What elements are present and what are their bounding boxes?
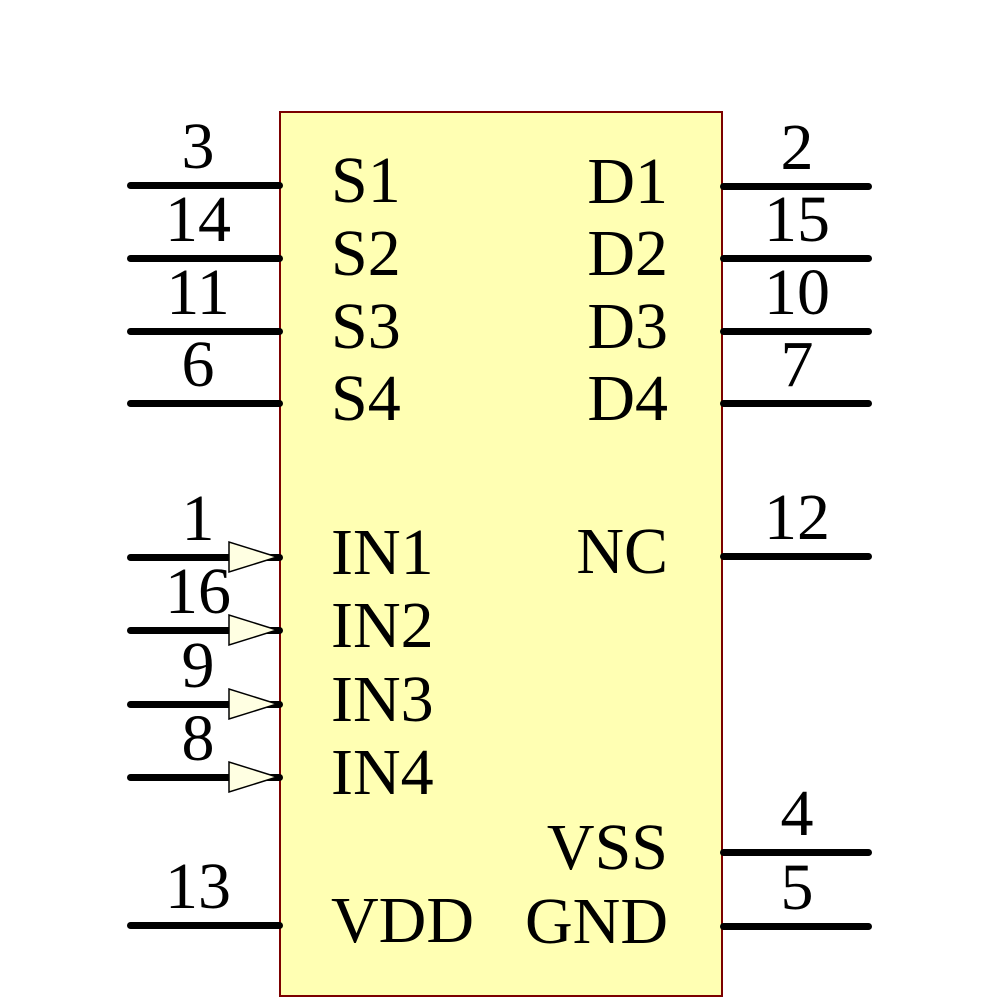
pin-line-in3[interactable] bbox=[127, 700, 283, 708]
input-arrow-icon bbox=[228, 540, 280, 574]
pin-number-15: 15 bbox=[764, 183, 830, 256]
pin-number-7: 7 bbox=[780, 328, 814, 401]
pin-line-vss[interactable] bbox=[720, 848, 872, 856]
pin-label-d4: D4 bbox=[587, 362, 668, 435]
pin-label-s1: S1 bbox=[331, 144, 401, 217]
pin-number-14: 14 bbox=[165, 183, 231, 256]
pin-label-in3: IN3 bbox=[331, 663, 434, 736]
pin-label-d1: D1 bbox=[587, 145, 668, 218]
pin-line-d1[interactable] bbox=[720, 182, 872, 190]
pin-number-12: 12 bbox=[764, 481, 830, 554]
pin-line-gnd[interactable] bbox=[720, 922, 872, 930]
input-arrow-icon bbox=[228, 760, 280, 794]
pin-label-vss: VSS bbox=[546, 811, 668, 884]
pin-label-d3: D3 bbox=[587, 290, 668, 363]
pin-label-in1: IN1 bbox=[331, 516, 434, 589]
input-arrow-icon bbox=[228, 613, 280, 647]
pin-number-2: 2 bbox=[780, 111, 814, 184]
pin-number-4: 4 bbox=[780, 777, 814, 850]
pin-line-in1[interactable] bbox=[127, 553, 283, 561]
pin-line-s3[interactable] bbox=[127, 327, 283, 335]
pin-line-vdd[interactable] bbox=[127, 921, 283, 929]
pin-label-s4: S4 bbox=[331, 362, 401, 435]
pin-label-d2: D2 bbox=[587, 217, 668, 290]
pin-line-nc[interactable] bbox=[720, 552, 872, 560]
pin-number-3: 3 bbox=[181, 110, 215, 183]
pin-label-in4: IN4 bbox=[331, 736, 434, 809]
pin-line-in2[interactable] bbox=[127, 626, 283, 634]
pin-label-s2: S2 bbox=[331, 217, 401, 290]
pin-label-gnd: GND bbox=[525, 885, 668, 958]
pin-number-6: 6 bbox=[181, 328, 215, 401]
pin-number-13: 13 bbox=[165, 850, 231, 923]
pin-number-8: 8 bbox=[181, 702, 215, 775]
pin-line-in4[interactable] bbox=[127, 773, 283, 781]
component-body[interactable] bbox=[279, 111, 723, 997]
pin-line-s4[interactable] bbox=[127, 399, 283, 407]
pin-label-nc: NC bbox=[576, 515, 668, 588]
pin-label-s3: S3 bbox=[331, 290, 401, 363]
pin-line-s2[interactable] bbox=[127, 254, 283, 262]
pin-number-9: 9 bbox=[181, 629, 215, 702]
pin-line-s1[interactable] bbox=[127, 181, 283, 189]
pin-label-vdd: VDD bbox=[331, 884, 474, 957]
pin-number-5: 5 bbox=[780, 851, 814, 924]
pin-number-16: 16 bbox=[165, 555, 231, 628]
pin-line-d2[interactable] bbox=[720, 254, 872, 262]
input-arrow-icon bbox=[228, 687, 280, 721]
pin-line-d3[interactable] bbox=[720, 327, 872, 335]
pin-number-11: 11 bbox=[166, 256, 230, 329]
pin-number-1: 1 bbox=[181, 482, 215, 555]
pin-line-d4[interactable] bbox=[720, 399, 872, 407]
pin-number-10: 10 bbox=[764, 256, 830, 329]
pin-label-in2: IN2 bbox=[331, 589, 434, 662]
